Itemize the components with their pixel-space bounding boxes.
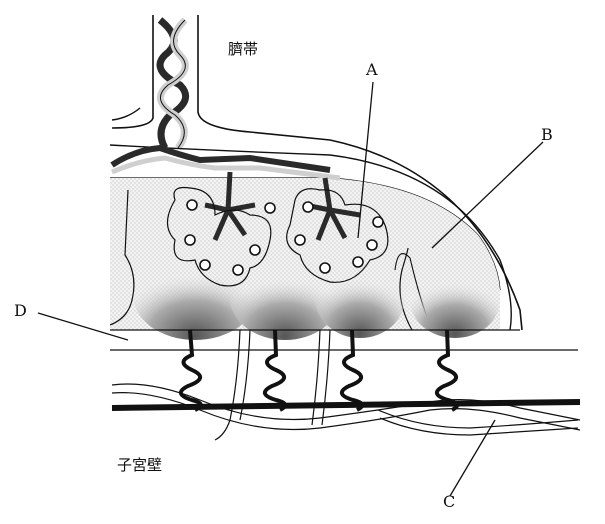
umbilical-cord bbox=[111, 15, 523, 331]
fetal-vessels bbox=[110, 144, 389, 287]
basal-plate bbox=[110, 329, 578, 351]
label-d: D bbox=[14, 301, 27, 320]
uterine-wall-label: 子宮壁 bbox=[117, 456, 163, 474]
uterine-wall-vessels bbox=[111, 383, 581, 436]
leader-a bbox=[357, 81, 374, 239]
label-b: B bbox=[541, 125, 553, 144]
leader-b bbox=[431, 141, 544, 249]
umbilical-cord-label: 臍帯 bbox=[228, 40, 259, 58]
villous-tufts bbox=[133, 250, 500, 340]
leader-c bbox=[449, 419, 496, 497]
leader-d bbox=[37, 312, 129, 341]
label-c: C bbox=[443, 492, 456, 511]
leader-lines bbox=[37, 81, 544, 497]
label-a: A bbox=[366, 60, 378, 79]
